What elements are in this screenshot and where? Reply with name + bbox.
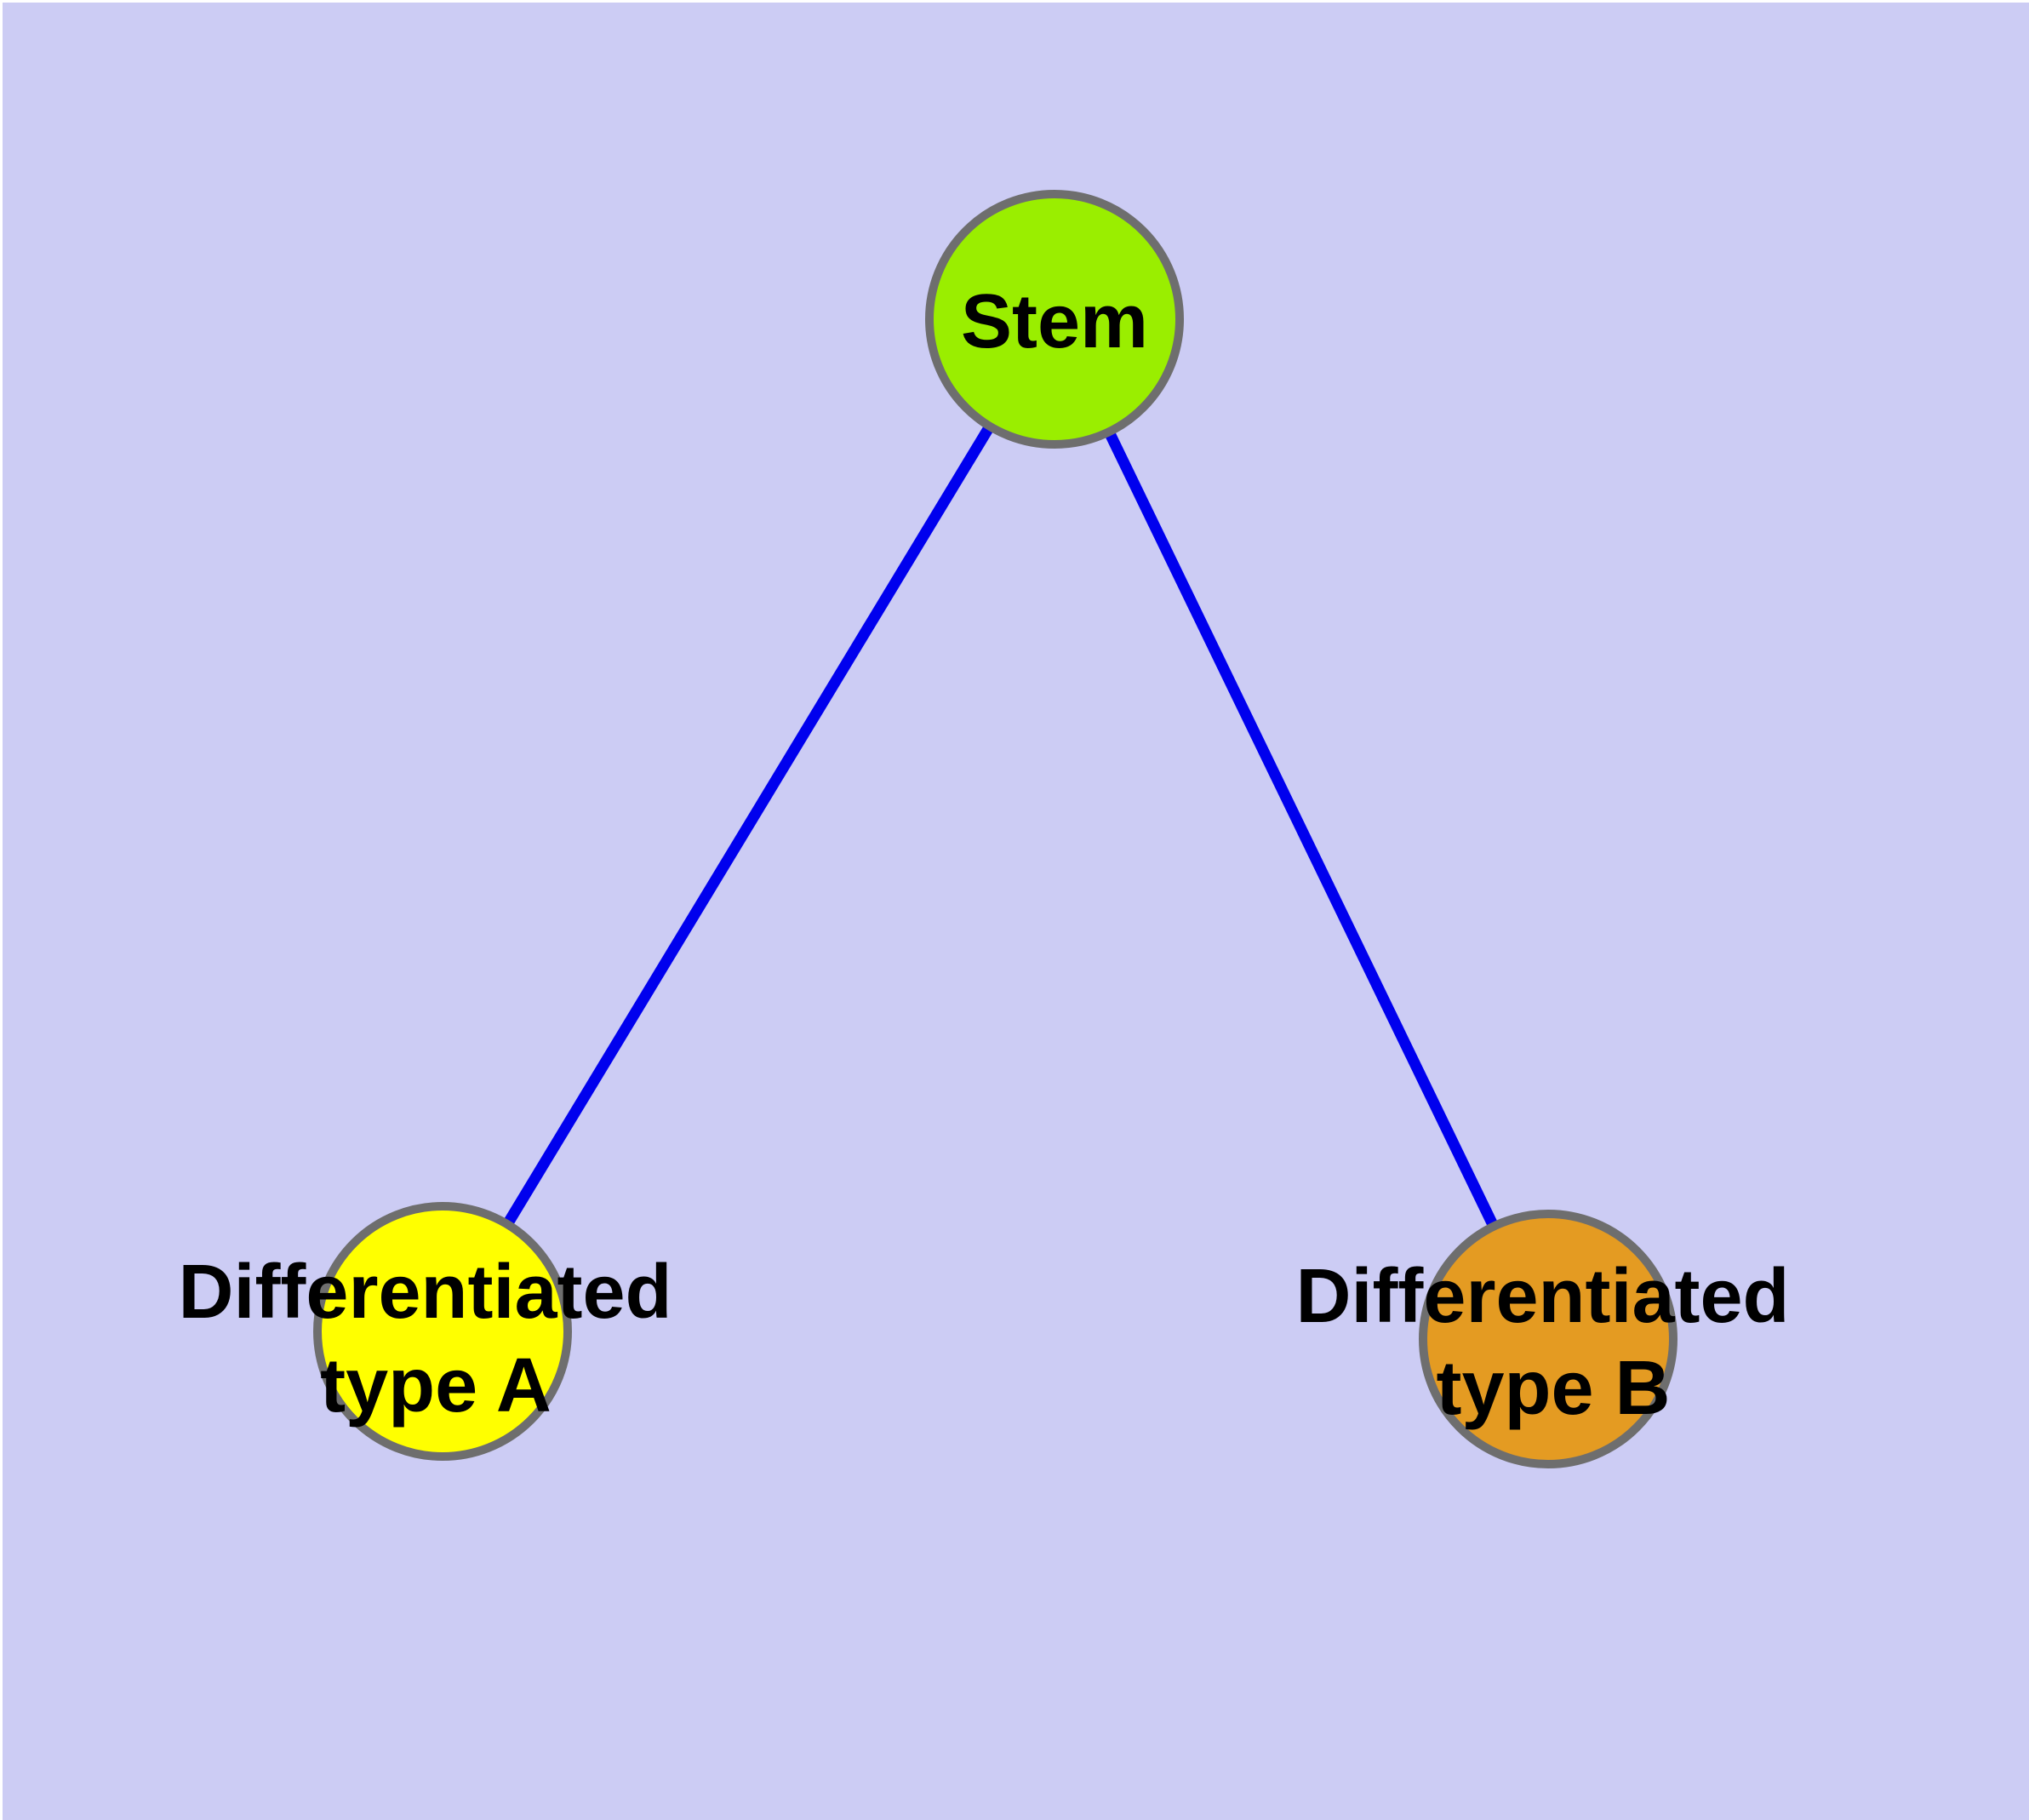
node-differentiated-type-a-label: Differentiated type A bbox=[178, 1250, 693, 1428]
edge-stem-to-type-a bbox=[437, 316, 1060, 1335]
node-differentiated-type-b-label-line2: type B bbox=[1436, 1346, 1670, 1431]
node-differentiated-type-b[interactable] bbox=[1419, 1210, 1677, 1468]
node-differentiated-type-a-label-line2: type A bbox=[320, 1343, 552, 1428]
edge-stem-to-type-b bbox=[1049, 317, 1553, 1342]
node-stem[interactable] bbox=[925, 190, 1184, 449]
node-differentiated-type-b-label: Differentiated type B bbox=[1295, 1254, 1810, 1431]
node-differentiated-type-a[interactable] bbox=[313, 1202, 572, 1461]
node-differentiated-type-a-label-line1: Differentiated bbox=[178, 1250, 672, 1335]
node-differentiated-type-b-label-line1: Differentiated bbox=[1295, 1254, 1789, 1339]
node-stem-label: Stem bbox=[961, 279, 1148, 364]
